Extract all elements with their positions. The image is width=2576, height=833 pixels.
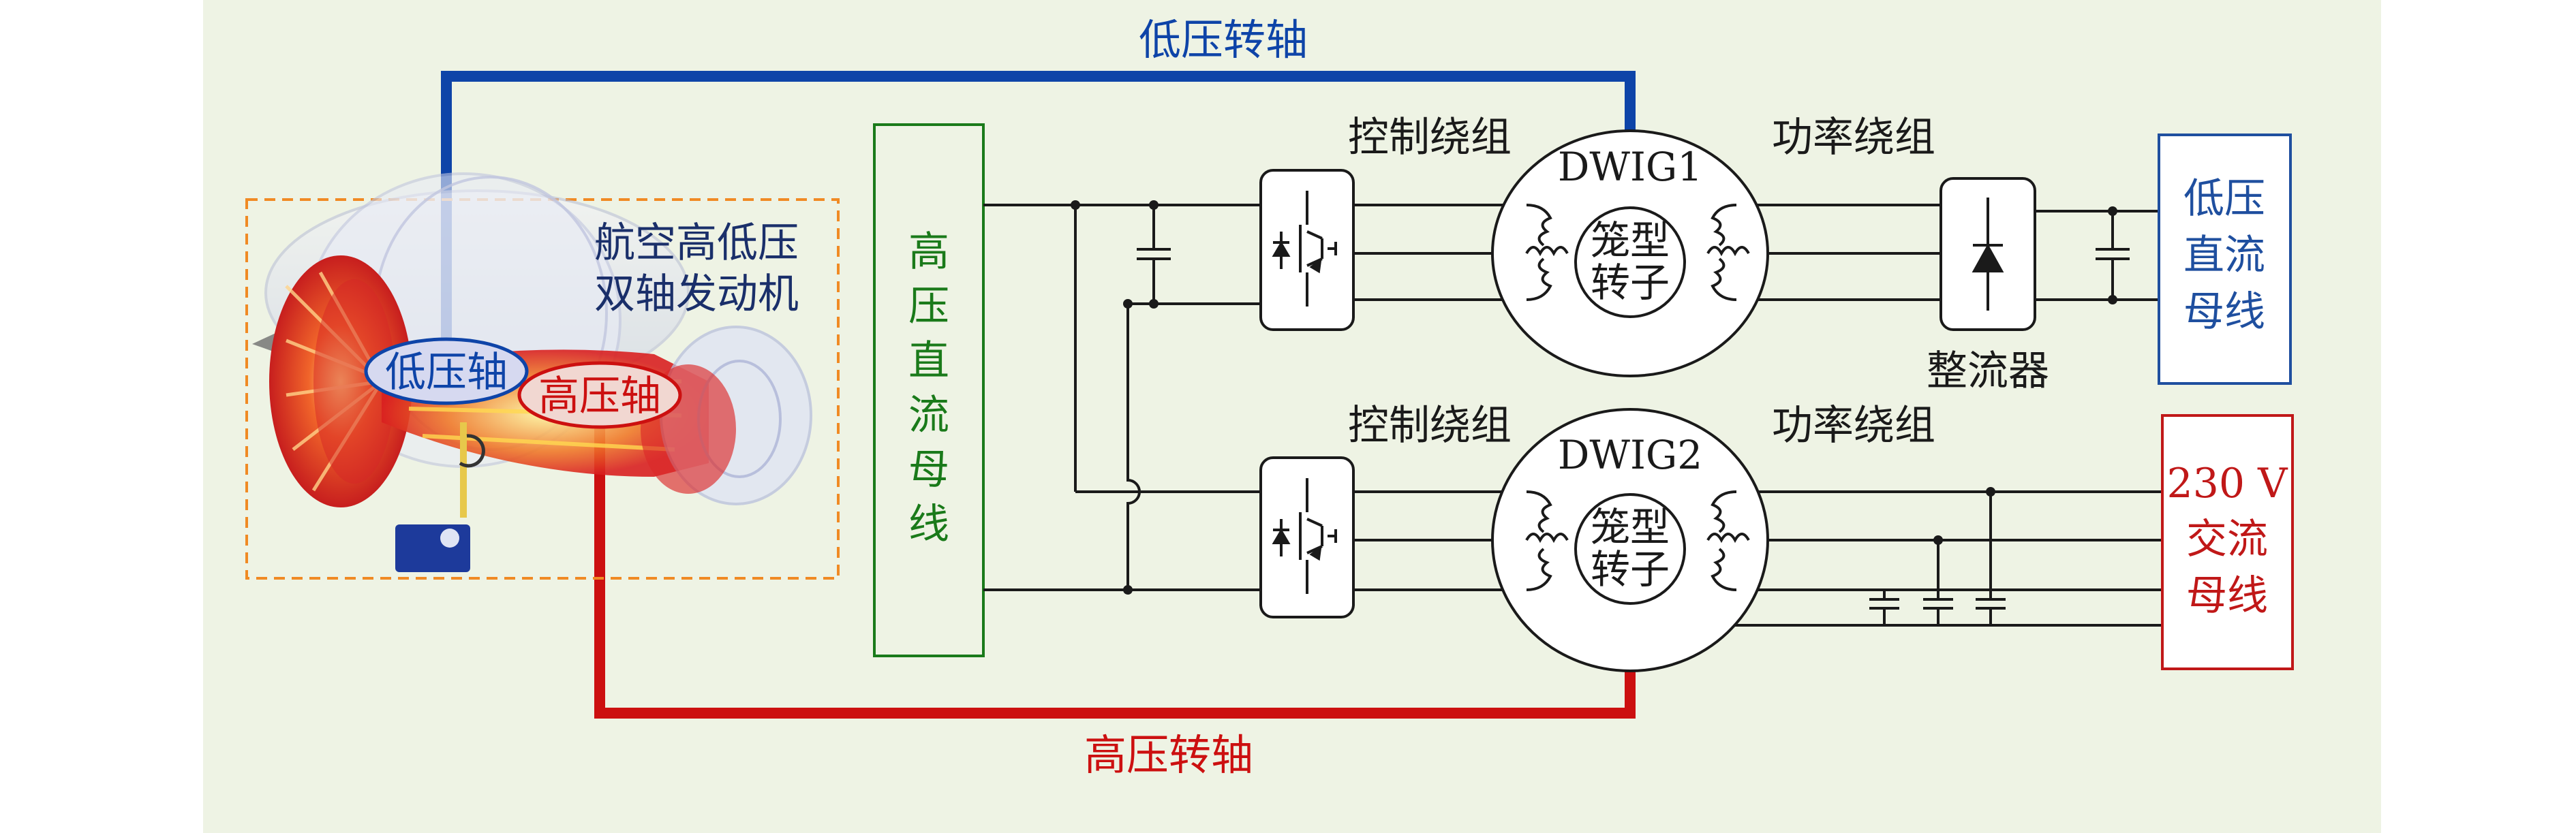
rectifier-label: 整流器 (1927, 347, 2049, 395)
hp-shaft-line (594, 402, 1636, 719)
control-winding-label-2: 控制绕组 (1348, 402, 1512, 450)
power-winding-label-2: 功率绕组 (1772, 402, 1935, 450)
ac-bus-line-3: 母线 (2186, 572, 2268, 620)
hvdc-bus-char-3: 直 (908, 337, 949, 385)
hvdc-bus-box (873, 123, 985, 657)
converter-2 (1259, 456, 1355, 618)
hp-shaft-tag-outline (517, 361, 682, 429)
dwig2-machine: DWIG2 笼型 转子 (1491, 408, 1769, 672)
hvdc-bus-char-6: 线 (908, 501, 949, 548)
circuit-wiring (983, 204, 2162, 627)
converter-1 (1259, 169, 1355, 331)
rotor2-label-line1: 笼型 (1591, 504, 1670, 550)
ac-bus-box (2161, 414, 2294, 670)
engine-dashed-box (245, 198, 840, 580)
lvdc-bus-line-2: 直流 (2183, 232, 2265, 279)
dwig1-machine: DWIG1 笼型 转子 (1491, 129, 1769, 377)
igbt-icon (1272, 191, 1337, 307)
rotor1-label-line2: 转子 (1591, 260, 1670, 306)
control-winding-coil-icon (1525, 204, 1569, 301)
dwig1-label: DWIG1 (1558, 144, 1702, 190)
dwig2-label: DWIG2 (1558, 432, 1702, 478)
rectifier: 整流器 (1927, 177, 2049, 395)
lp-shaft-tag: 低压轴 (385, 349, 508, 396)
igbt-icon (1272, 478, 1337, 594)
control-winding-label-1: 控制绕组 (1348, 114, 1512, 161)
engine-label-line2: 双轴发动机 (594, 270, 799, 318)
ac-bus-line-1: 230 V (2167, 460, 2289, 507)
hvdc-bus-char-2: 压 (908, 283, 949, 330)
hvdc-bus-label: 高 压 直 流 母 线 (908, 228, 949, 548)
junction-dots (1071, 200, 2117, 595)
ac-bus-label: 230 V 交流 母线 (2167, 460, 2289, 620)
power-winding-label-1: 功率绕组 (1772, 114, 1935, 161)
lvdc-bus-line-1: 低压 (2183, 175, 2265, 223)
power-winding-coil-icon (1706, 204, 1750, 301)
diode-icon (1972, 198, 2004, 311)
lvdc-bus-label: 低压 直流 母线 (2183, 175, 2265, 336)
lvdc-bus-box (2158, 133, 2292, 385)
rotor1-label-line1: 笼型 (1591, 217, 1670, 264)
lvdc-bus-line-3: 母线 (2183, 288, 2265, 336)
power-winding-coil-icon (1706, 490, 1750, 591)
rotor2-label-line2: 转子 (1591, 546, 1670, 593)
hvdc-bus-char-5: 母 (908, 446, 949, 494)
lp-shaft-label: 低压转轴 (1139, 15, 1308, 65)
engine-label-line1: 航空高低压 (594, 219, 799, 267)
ac-bus-line-2: 交流 (2186, 516, 2268, 563)
hp-shaft-tag: 高压轴 (538, 373, 661, 420)
control-winding-coil-icon (1525, 490, 1569, 591)
engine-group: 航空高低压 双轴发动机 低压轴 高压轴 (245, 172, 840, 580)
lp-shaft-tag-outline (364, 337, 529, 405)
hvdc-bus-char-1: 高 (908, 228, 949, 276)
hp-shaft-label: 高压转轴 (1084, 730, 1253, 780)
hvdc-bus-char-4: 流 (908, 392, 949, 439)
